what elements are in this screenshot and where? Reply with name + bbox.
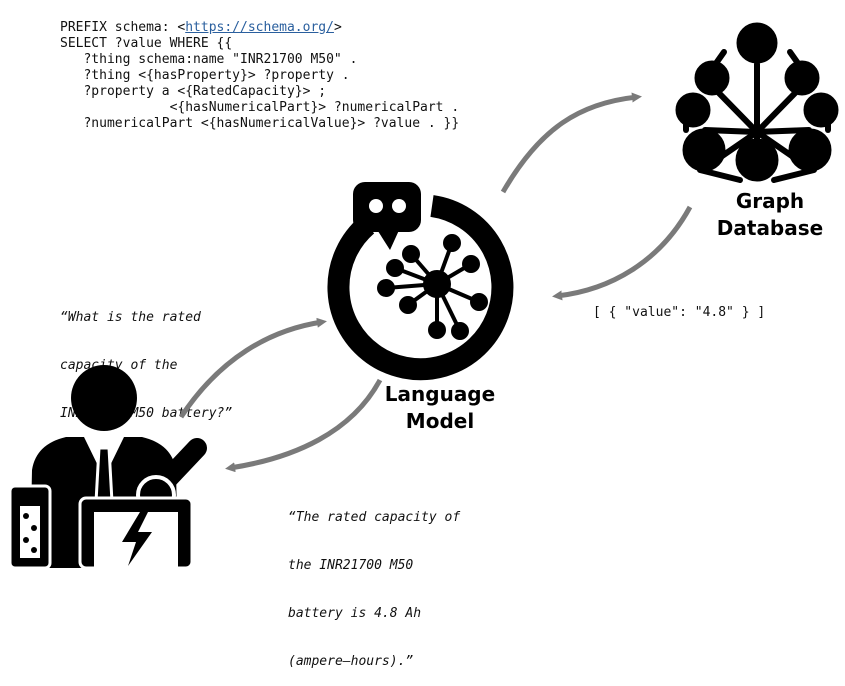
arrow-user-to-llm (178, 317, 327, 419)
arrow-llm-to-user (225, 378, 383, 473)
query-line: ?thing schema:name "INR21700 M50" . (60, 52, 358, 67)
query-line: ?numericalPart <{hasNumericalValue}> ?va… (60, 116, 460, 131)
multimeter-icon (8, 484, 52, 568)
arrow-llm-to-graph (500, 92, 642, 194)
schema-org-link[interactable]: https://schema.org/ (185, 20, 334, 35)
query-line: <{hasNumericalPart}> ?numericalPart . (60, 100, 460, 115)
query-result: [ { "value": "4.8" } ] (593, 305, 766, 320)
query-line: SELECT ?value WHERE {{ (60, 36, 233, 51)
graph-database-icon (675, 22, 839, 183)
battery-charging-icon (78, 496, 194, 568)
query-line: ?thing <{hasProperty}> ?property . (60, 68, 350, 83)
engineer-user-icon (8, 365, 207, 568)
diagram-canvas (8, 22, 839, 568)
answer-line: “The rated capacity of (288, 510, 461, 525)
chat-bubble-icon (353, 182, 421, 250)
user-head (71, 365, 137, 431)
question-line: “What is the rated (60, 310, 201, 325)
answer-line: (ampere–hours).” (288, 654, 414, 669)
sparql-query: PREFIX schema: <https://schema.org/>SELE… (60, 20, 459, 132)
neural-network-icon (377, 234, 488, 340)
language-model-icon (327, 182, 514, 381)
graph-database-label: Graph Database (716, 189, 824, 240)
query-line-prefix: PREFIX schema: <https://schema.org/> (60, 20, 342, 35)
query-line: ?property a <{RatedCapacity}> ; (60, 84, 327, 99)
answer-line: battery is 4.8 Ah (288, 606, 422, 621)
language-model-label: Language Model (384, 382, 496, 433)
arrow-graph-to-llm (552, 205, 693, 301)
llm-ring (327, 195, 514, 381)
